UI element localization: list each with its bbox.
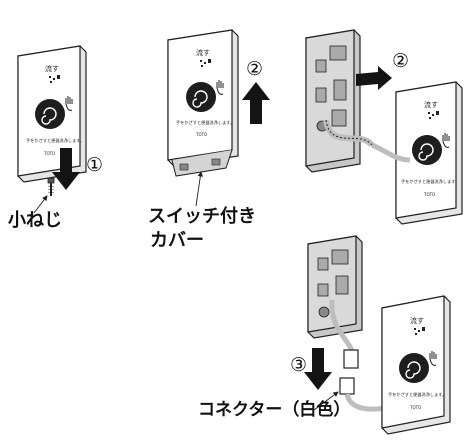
sensor-disc-3 (412, 135, 442, 165)
device-title-2: 流す (196, 48, 210, 57)
device-title-1: 流す (45, 64, 59, 73)
switch-device-2: 流す 手をかざすと便器洗浄します。 TOTO (167, 29, 239, 177)
screw-leader-line (33, 195, 48, 214)
device-logo-3: TOTO (423, 192, 435, 197)
arrow-up-2 (242, 82, 270, 124)
device-caption-2: 手をかざすと便器洗浄します。 (176, 119, 234, 126)
device-logo-1: TOTO (43, 151, 55, 156)
hand-icon (429, 351, 437, 366)
switch-device-4: 流す 手をかざすと便器洗浄します。 TOTO (381, 295, 451, 435)
device-caption-1: 手をかざすと便器洗浄します。 (26, 137, 84, 144)
sensor-disc-4 (399, 353, 429, 383)
connector-leader-line (313, 391, 339, 411)
cover-label-line2: カバー (150, 230, 204, 251)
hand-icon (65, 96, 73, 111)
step-1-marker: ① (86, 154, 104, 176)
connector-lower (339, 377, 355, 395)
switch-device-1: 流す 手をかざすと便器洗浄します。 TOTO (17, 45, 87, 183)
arrow-down-3 (304, 348, 332, 390)
cable-2 (329, 299, 355, 353)
cover-leader-line (195, 171, 204, 207)
connector-upper (343, 349, 359, 369)
device-logo-2: TOTO (195, 132, 207, 137)
hand-icon (442, 133, 450, 148)
panel-lift-cover: 流す 手をかざすと便器洗浄します。 TOTO (167, 29, 270, 207)
sensor-disc-2 (186, 82, 216, 112)
arrow-down-1 (52, 148, 80, 190)
sensor-disc-1 (35, 99, 65, 129)
hand-icon (216, 80, 224, 95)
connector-label: コネクター（白色） (198, 400, 351, 420)
device-title-4: 流す (410, 316, 424, 325)
step-3-marker: ③ (290, 354, 308, 376)
screw-label: 小ねじ (8, 210, 62, 231)
step-2b-marker: ② (392, 50, 410, 72)
device-logo-4: TOTO (409, 405, 421, 410)
panel-separate: 流す 手をかざすと便器洗浄します。 TOTO (305, 29, 463, 225)
device-title-3: 流す (424, 100, 438, 109)
device-caption-4: 手をかざすと便器洗浄します。 (388, 391, 446, 398)
base-plate-2 (307, 235, 363, 339)
switch-device-3: 流す 手をかざすと便器洗浄します。 TOTO (395, 81, 463, 225)
base-plate-1 (305, 29, 375, 173)
screw (47, 177, 55, 196)
device-caption-3: 手をかざすと便器洗浄します。 (401, 178, 459, 185)
cover-label-line1: スイッチ付き (148, 206, 256, 227)
step-2-marker: ② (246, 58, 264, 80)
panel-remove-screw: 流す 手をかざすと便器洗浄します。 TOTO (17, 45, 87, 214)
arrow-right-2 (356, 66, 392, 90)
panel-connector: 流す 手をかざすと便器洗浄します。 TOTO (304, 235, 451, 435)
